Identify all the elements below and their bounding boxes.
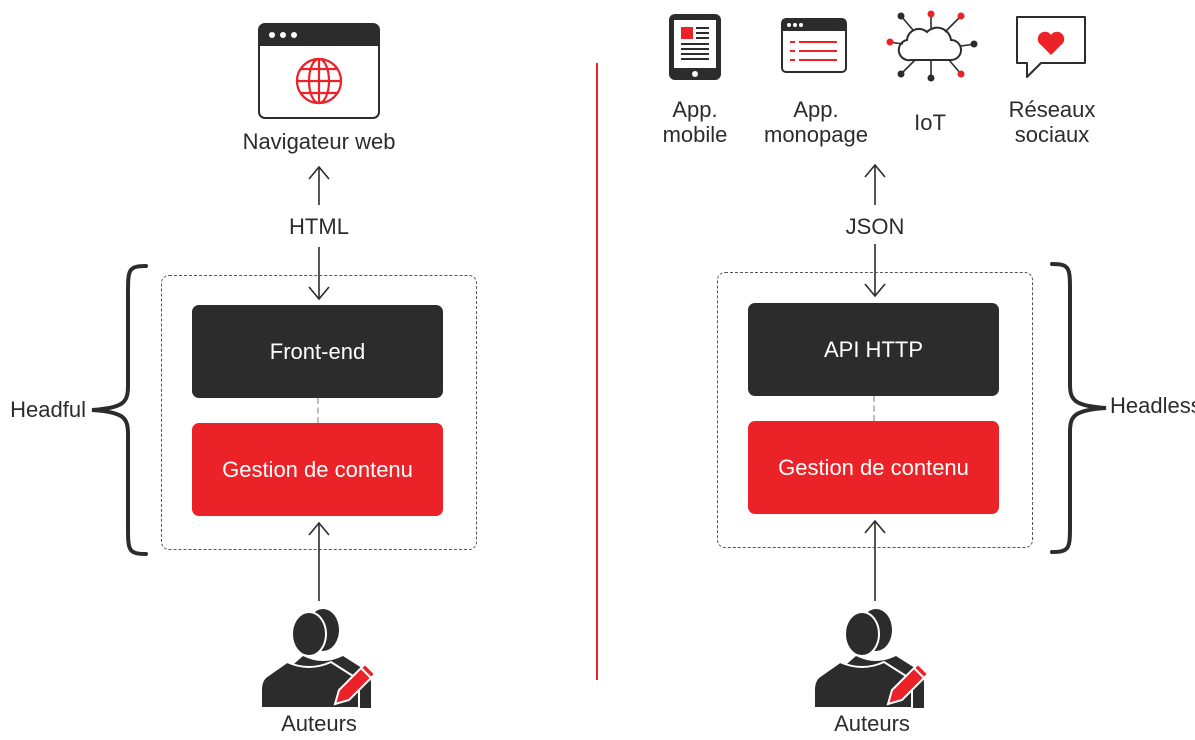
web-page-icon	[781, 18, 847, 73]
authors-icon	[260, 609, 377, 709]
social-heart-icon	[1016, 16, 1086, 78]
down-arrow-icon	[864, 244, 886, 298]
down-arrow-icon	[308, 247, 330, 301]
authors-label: Auteurs	[834, 711, 910, 736]
headless-label: Headless	[1110, 393, 1195, 418]
client-label-line1: Réseaux	[1008, 97, 1096, 122]
browser-label: Navigateur web	[242, 129, 396, 154]
client-label-iot: IoT	[880, 110, 980, 135]
front-end-box: Front-end	[192, 305, 443, 398]
content-management-box: Gestion de contenu	[192, 423, 443, 516]
client-label-line2: mobile	[662, 122, 728, 147]
client-label-line2: sociaux	[1014, 122, 1090, 147]
headful-bracket	[91, 264, 148, 556]
vertical-divider	[596, 63, 598, 680]
cloud-network-icon	[886, 10, 978, 82]
web-browser-icon	[258, 23, 380, 119]
authors-label: Auteurs	[281, 711, 357, 736]
client-label-line2: monopage	[764, 122, 868, 147]
up-arrow-icon	[864, 519, 886, 601]
content-management-box: Gestion de contenu	[748, 421, 999, 514]
client-label-line1: App.	[793, 97, 839, 122]
html-protocol-label: HTML	[289, 214, 349, 239]
json-protocol-label: JSON	[845, 214, 905, 239]
client-label-line1: App.	[672, 97, 718, 122]
headful-label: Headful	[10, 397, 86, 422]
client-label-line1: IoT	[914, 110, 946, 135]
up-arrow-icon	[864, 163, 886, 205]
client-label-social: Réseaux sociaux	[995, 97, 1109, 147]
api-http-box: API HTTP	[748, 303, 999, 396]
client-label-spa: App. monopage	[751, 97, 881, 147]
client-label-mobile: App. mobile	[640, 97, 750, 147]
up-arrow-icon	[308, 165, 330, 205]
connector-line	[317, 398, 319, 423]
headless-bracket	[1050, 262, 1107, 554]
connector-line	[873, 396, 875, 421]
up-arrow-icon	[308, 521, 330, 601]
authors-icon	[813, 609, 930, 709]
tablet-icon	[669, 14, 721, 80]
